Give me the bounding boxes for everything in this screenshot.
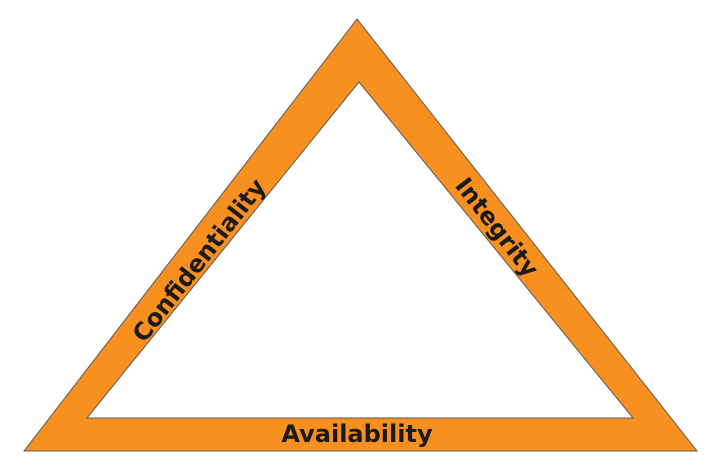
label-availability: Availability [281, 420, 433, 448]
triangle-inner [85, 81, 635, 419]
